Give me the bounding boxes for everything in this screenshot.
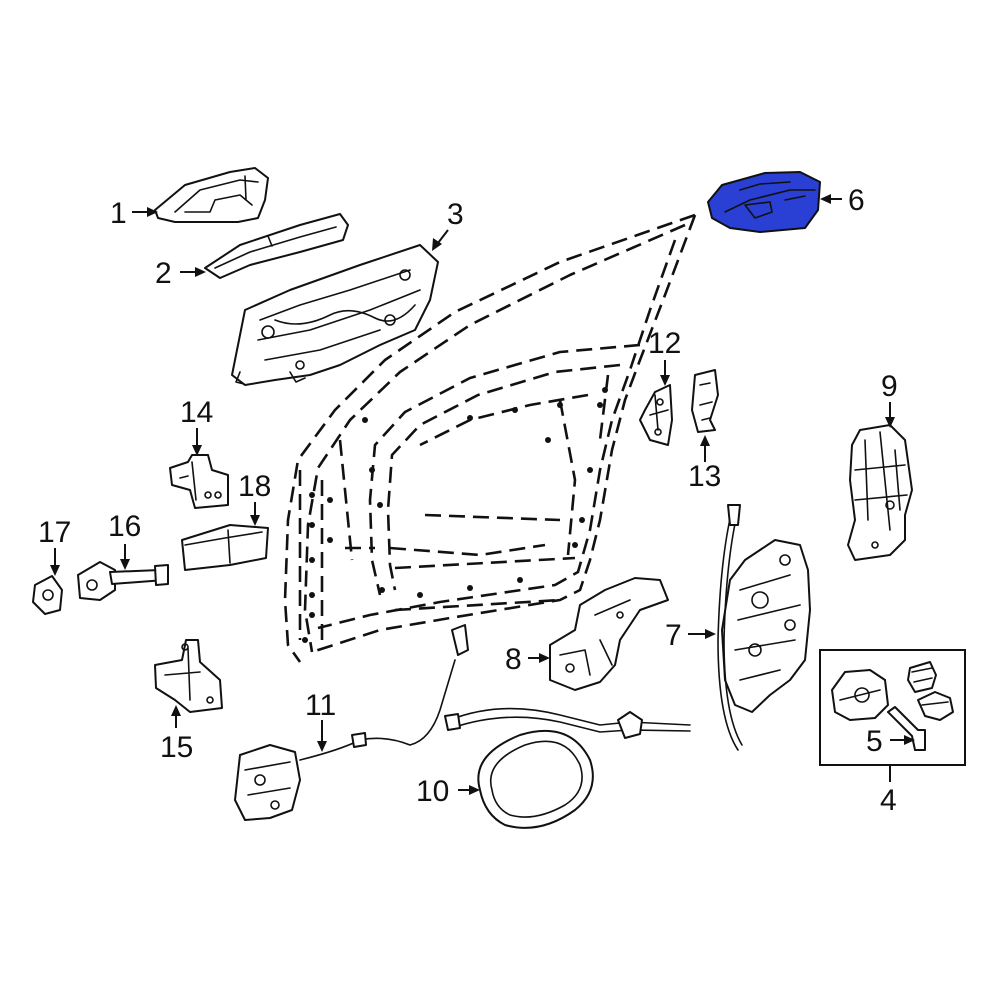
callout-17: 17: [38, 516, 71, 549]
part-11-lock-actuator: [234, 624, 469, 821]
part-10-release-cable: [444, 707, 691, 829]
callout-18: 18: [238, 470, 271, 503]
part-1-outer-handle: [154, 167, 269, 223]
callout-13: 13: [688, 460, 721, 493]
part-18-stop-bumper: [181, 524, 269, 571]
part-12-bracket: [639, 384, 673, 446]
callout-7: 7: [665, 619, 682, 652]
callout-3: 3: [447, 198, 464, 231]
callout-8: 8: [505, 643, 522, 676]
part-7-door-latch: [717, 504, 811, 751]
part-2-handle-gasket: [204, 213, 349, 279]
callout-14: 14: [180, 396, 213, 429]
callout-16: 16: [108, 510, 141, 543]
part-9-trim-panel: [847, 424, 913, 561]
part-8-lock-bracket: [549, 577, 669, 691]
callout-10: 10: [416, 775, 449, 808]
callout-2: 2: [155, 257, 172, 290]
part-14-door-bracket: [169, 454, 229, 509]
callout-15: 15: [160, 731, 193, 764]
part-3-handle-carrier: [231, 244, 439, 386]
part-16-door-check: [77, 561, 169, 601]
callout-6: 6: [848, 184, 865, 217]
callout-12: 12: [648, 327, 681, 360]
door-frame-outline: [283, 213, 697, 663]
leader-lines: [50, 194, 915, 795]
callout-5: 5: [866, 725, 883, 758]
part-6-handle-cover: [707, 171, 821, 233]
part-5-key-blade: [887, 706, 926, 751]
callout-11: 11: [305, 689, 336, 722]
callout-4: 4: [880, 784, 897, 817]
part-15-door-hinge: [154, 639, 223, 713]
part-4-box-frame: [819, 649, 966, 766]
callout-9: 9: [881, 370, 898, 403]
part-4-lock-cylinder-set: [831, 661, 954, 721]
callout-numbers: 1 2 3 4 5 6 7 8 9 10 11 12 13 14 15 16 1…: [38, 184, 898, 817]
part-13-gasket-plate: [691, 369, 719, 433]
callout-1: 1: [110, 197, 127, 230]
part-17-retainer-clip: [32, 575, 63, 615]
door-frame-holes: [302, 387, 608, 643]
